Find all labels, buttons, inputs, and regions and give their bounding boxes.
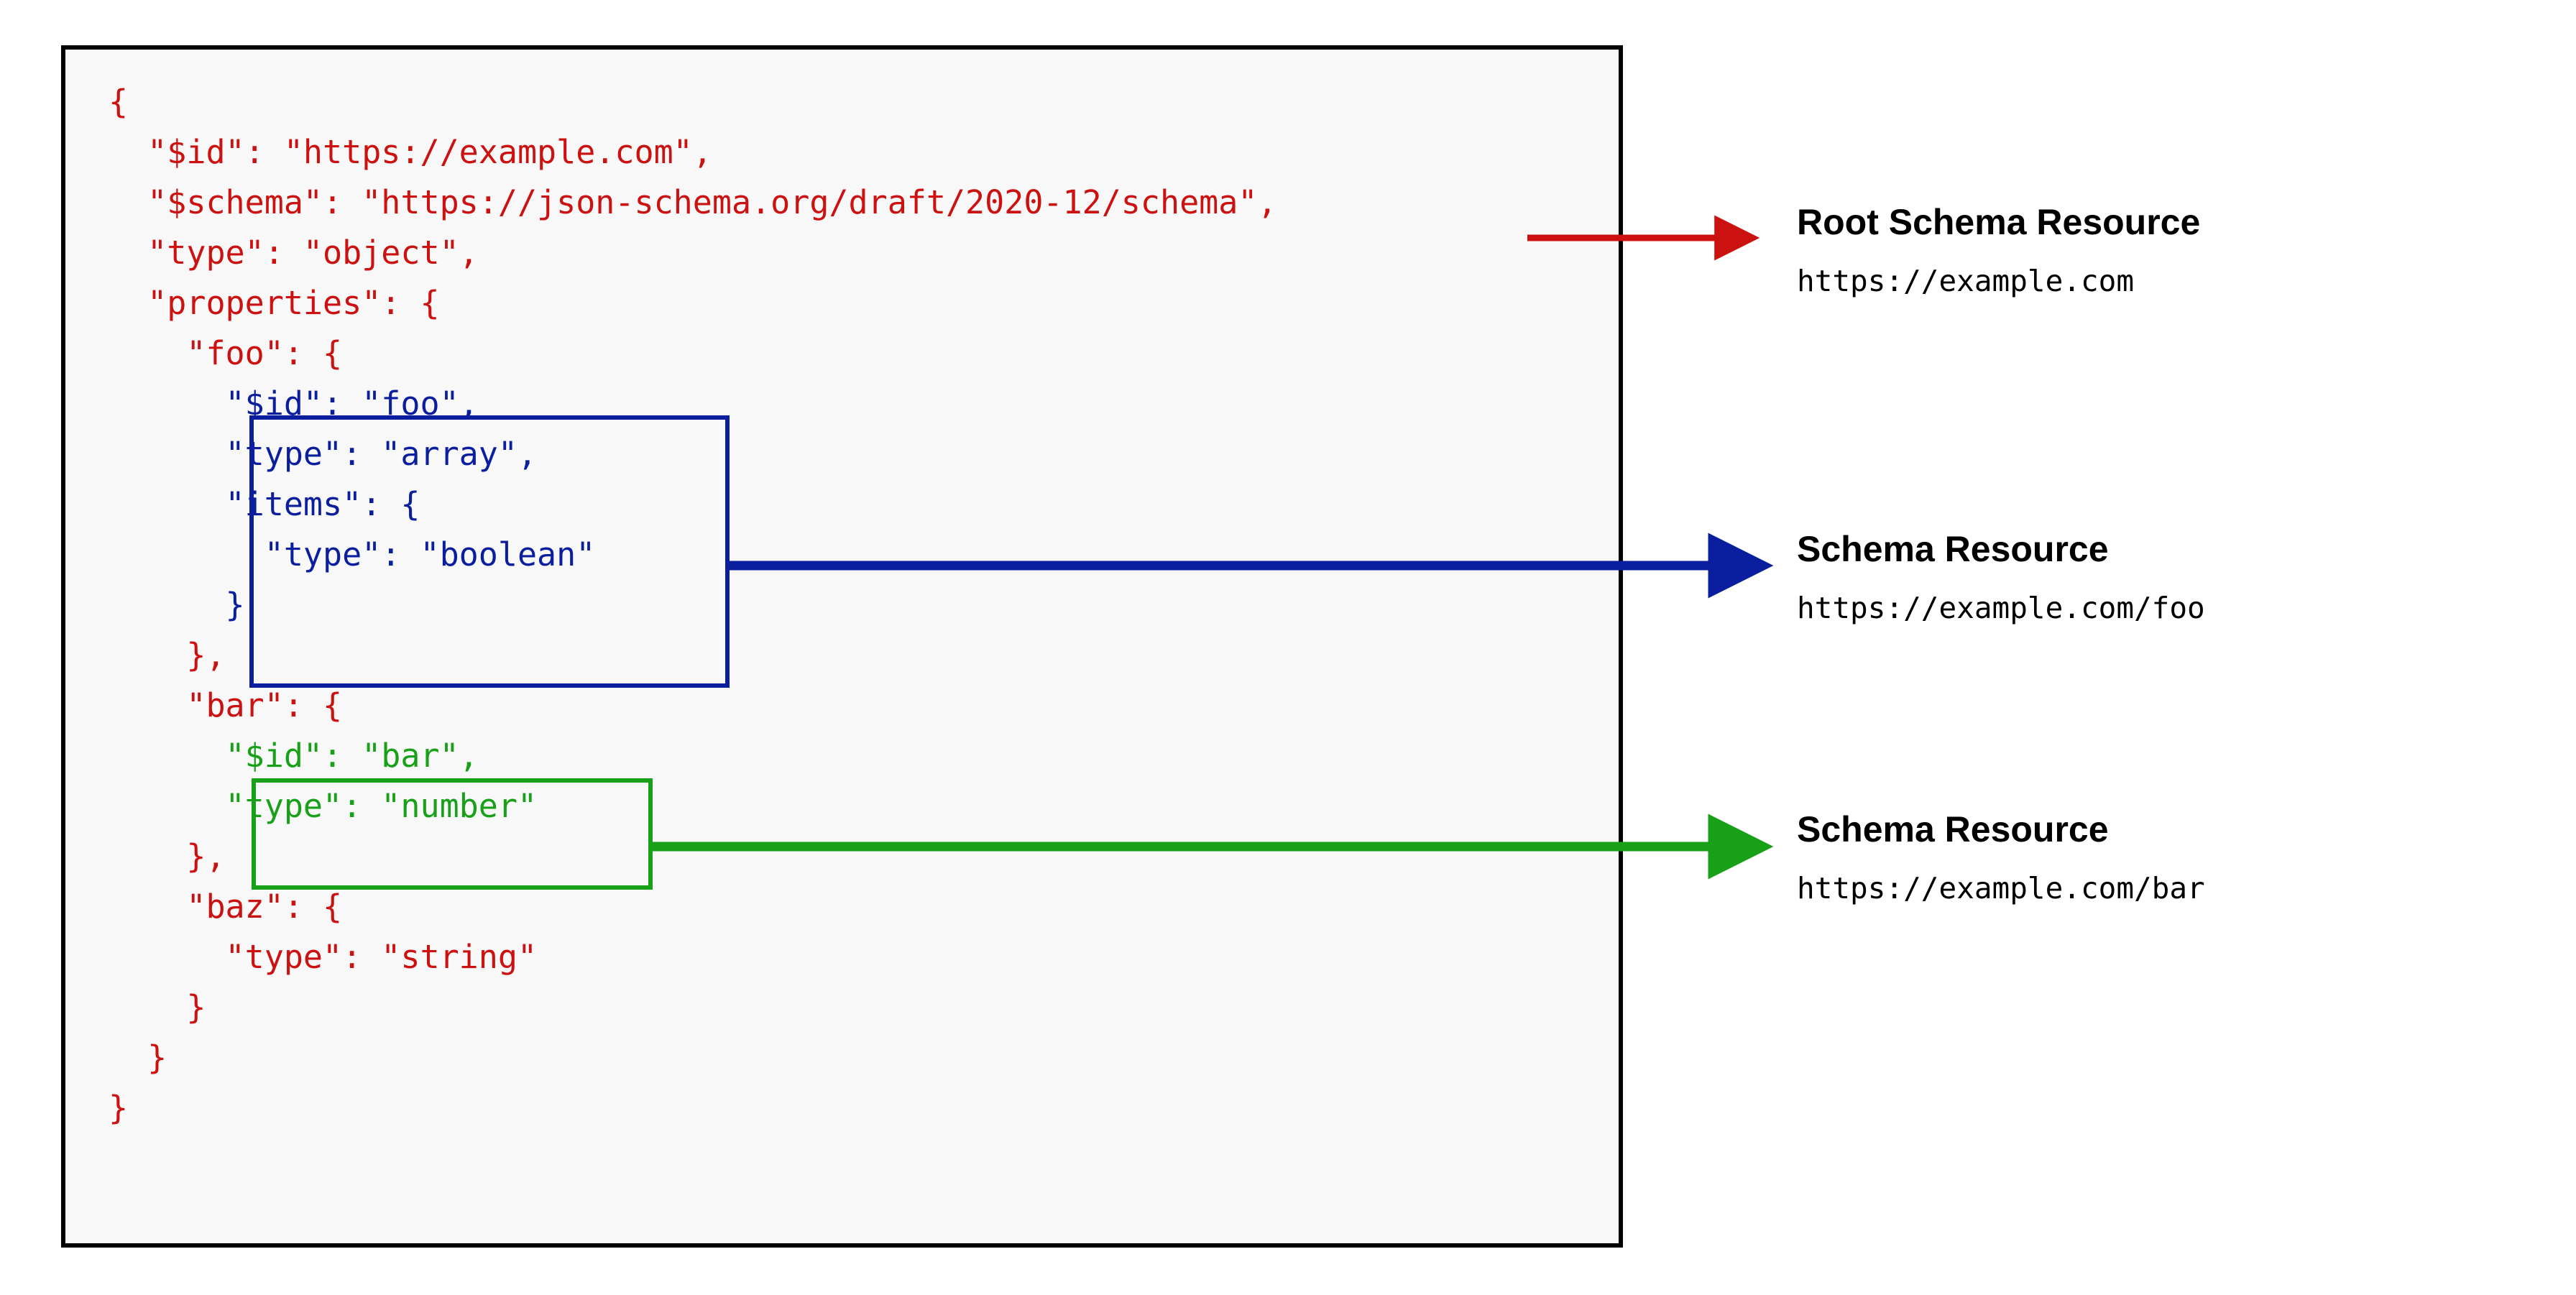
code-line: "type": "number" (109, 787, 538, 825)
annotation-foo-schema-resource: Schema Resource https://example.com/foo (1797, 528, 2205, 626)
annotation-title: Schema Resource (1797, 809, 2109, 849)
code-line: "$id": "foo", (109, 384, 479, 423)
code-line: } (109, 586, 245, 624)
annotation-uri: https://example.com/bar (1797, 871, 2205, 905)
code-panel: { "$id": "https://example.com", "$schema… (61, 45, 1623, 1248)
annotation-bar-schema-resource: Schema Resource https://example.com/bar (1797, 808, 2205, 906)
code-line: "foo": { (109, 334, 343, 372)
code-line: "type": "object", (109, 234, 479, 272)
code-line: "$id": "https://example.com", (109, 133, 712, 171)
code-line: "type": "array", (109, 435, 538, 473)
code-line: "baz": { (109, 888, 343, 926)
annotation-title: Schema Resource (1797, 529, 2109, 569)
code-line: } (109, 1038, 167, 1077)
code-line: } (109, 1089, 129, 1127)
code-line: } (109, 988, 206, 1026)
code-line: "type": "boolean" (109, 535, 596, 573)
code-line: "bar": { (109, 686, 343, 724)
code-line: { (109, 83, 129, 121)
annotation-title: Root Schema Resource (1797, 202, 2201, 242)
annotation-root-schema-resource: Root Schema Resource https://example.com (1797, 201, 2200, 299)
code-line: "$id": "bar", (109, 737, 479, 775)
annotation-uri: https://example.com (1797, 264, 2134, 298)
code-line: "$schema": "https://json-schema.org/draf… (109, 183, 1277, 221)
json-schema-code-listing: { "$id": "https://example.com", "$schema… (109, 77, 1277, 1133)
code-line: "items": { (109, 485, 420, 523)
code-line: }, (109, 837, 226, 875)
annotation-uri: https://example.com/foo (1797, 591, 2205, 625)
code-line: }, (109, 636, 226, 674)
code-line: "properties": { (109, 284, 440, 322)
code-line: "type": "string" (109, 938, 538, 976)
